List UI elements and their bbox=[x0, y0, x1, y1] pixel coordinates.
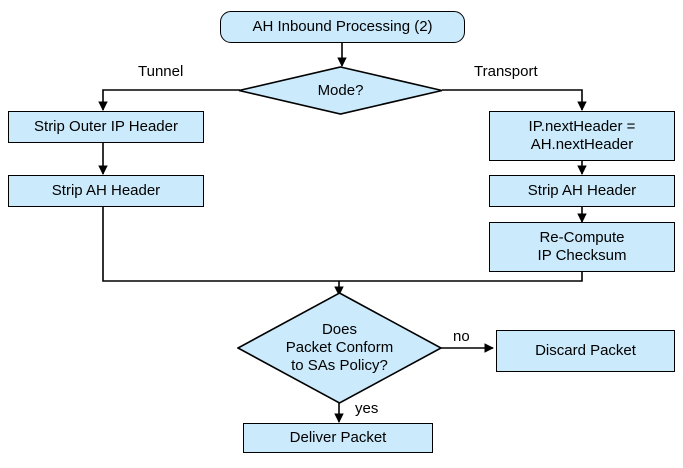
node-strip-outer-ip-header[interactable]: Strip Outer IP Header bbox=[8, 111, 204, 143]
edge-right-merge bbox=[339, 271, 583, 282]
node-start[interactable]: AH Inbound Processing (2) bbox=[220, 11, 465, 43]
node-policy-decision-label: Does Packet Conform to SAs Policy? bbox=[285, 321, 394, 374]
mode-diamond-shape bbox=[238, 66, 443, 115]
edge-left-merge bbox=[102, 207, 339, 282]
node-strip-ah-header-tunnel[interactable]: Strip AH Header bbox=[8, 175, 204, 207]
policy-diamond-shape bbox=[237, 292, 442, 404]
edge-label-yes: yes bbox=[355, 400, 379, 417]
node-set-next-header[interactable]: IP.nextHeader = AH.nextHeader bbox=[489, 111, 675, 161]
node-discard-packet[interactable]: Discard Packet bbox=[496, 330, 675, 372]
edge-label-tunnel: Tunnel bbox=[138, 63, 184, 80]
edge-mode-tunnel bbox=[98, 89, 240, 111]
node-mode-decision[interactable]: Mode? bbox=[238, 66, 443, 115]
edge-label-transport: Transport bbox=[474, 63, 538, 80]
node-recompute-checksum[interactable]: Re-Compute IP Checksum bbox=[489, 222, 675, 272]
edge-label-no: no bbox=[453, 328, 470, 345]
node-mode-decision-label: Mode? bbox=[317, 81, 364, 99]
edge-mode-transport bbox=[442, 89, 587, 111]
node-deliver-packet[interactable]: Deliver Packet bbox=[243, 423, 433, 453]
node-strip-ah-header-transport[interactable]: Strip AH Header bbox=[489, 175, 675, 207]
node-policy-decision[interactable]: Does Packet Conform to SAs Policy? bbox=[237, 292, 442, 404]
